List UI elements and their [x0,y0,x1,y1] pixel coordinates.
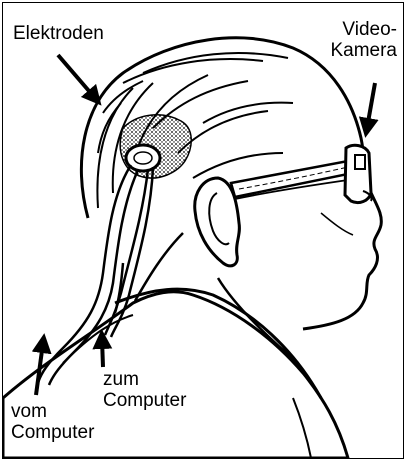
diagram-frame: Elektroden Video- Kamera zum Computer vo… [2,2,404,459]
head-illustration [3,3,403,458]
arrow-to-computer [102,339,103,367]
label-from-computer-line1: vom [11,401,94,422]
cheek-line [321,213,353,235]
label-video-camera-line2: Kamera [330,40,397,61]
label-electrodes: Elektroden [13,23,104,44]
arrow-video-camera [367,83,375,128]
arrow-electrodes [58,55,95,98]
label-video-camera-line1: Video- [330,19,397,40]
label-video-camera: Video- Kamera [330,19,397,61]
glasses-arm [231,161,353,197]
label-to-computer-line2: Computer [103,390,186,411]
label-from-computer-line2: Computer [11,422,94,443]
label-to-computer: zum Computer [103,369,186,411]
label-to-computer-line1: zum [103,369,186,390]
label-from-computer: vom Computer [11,401,94,443]
